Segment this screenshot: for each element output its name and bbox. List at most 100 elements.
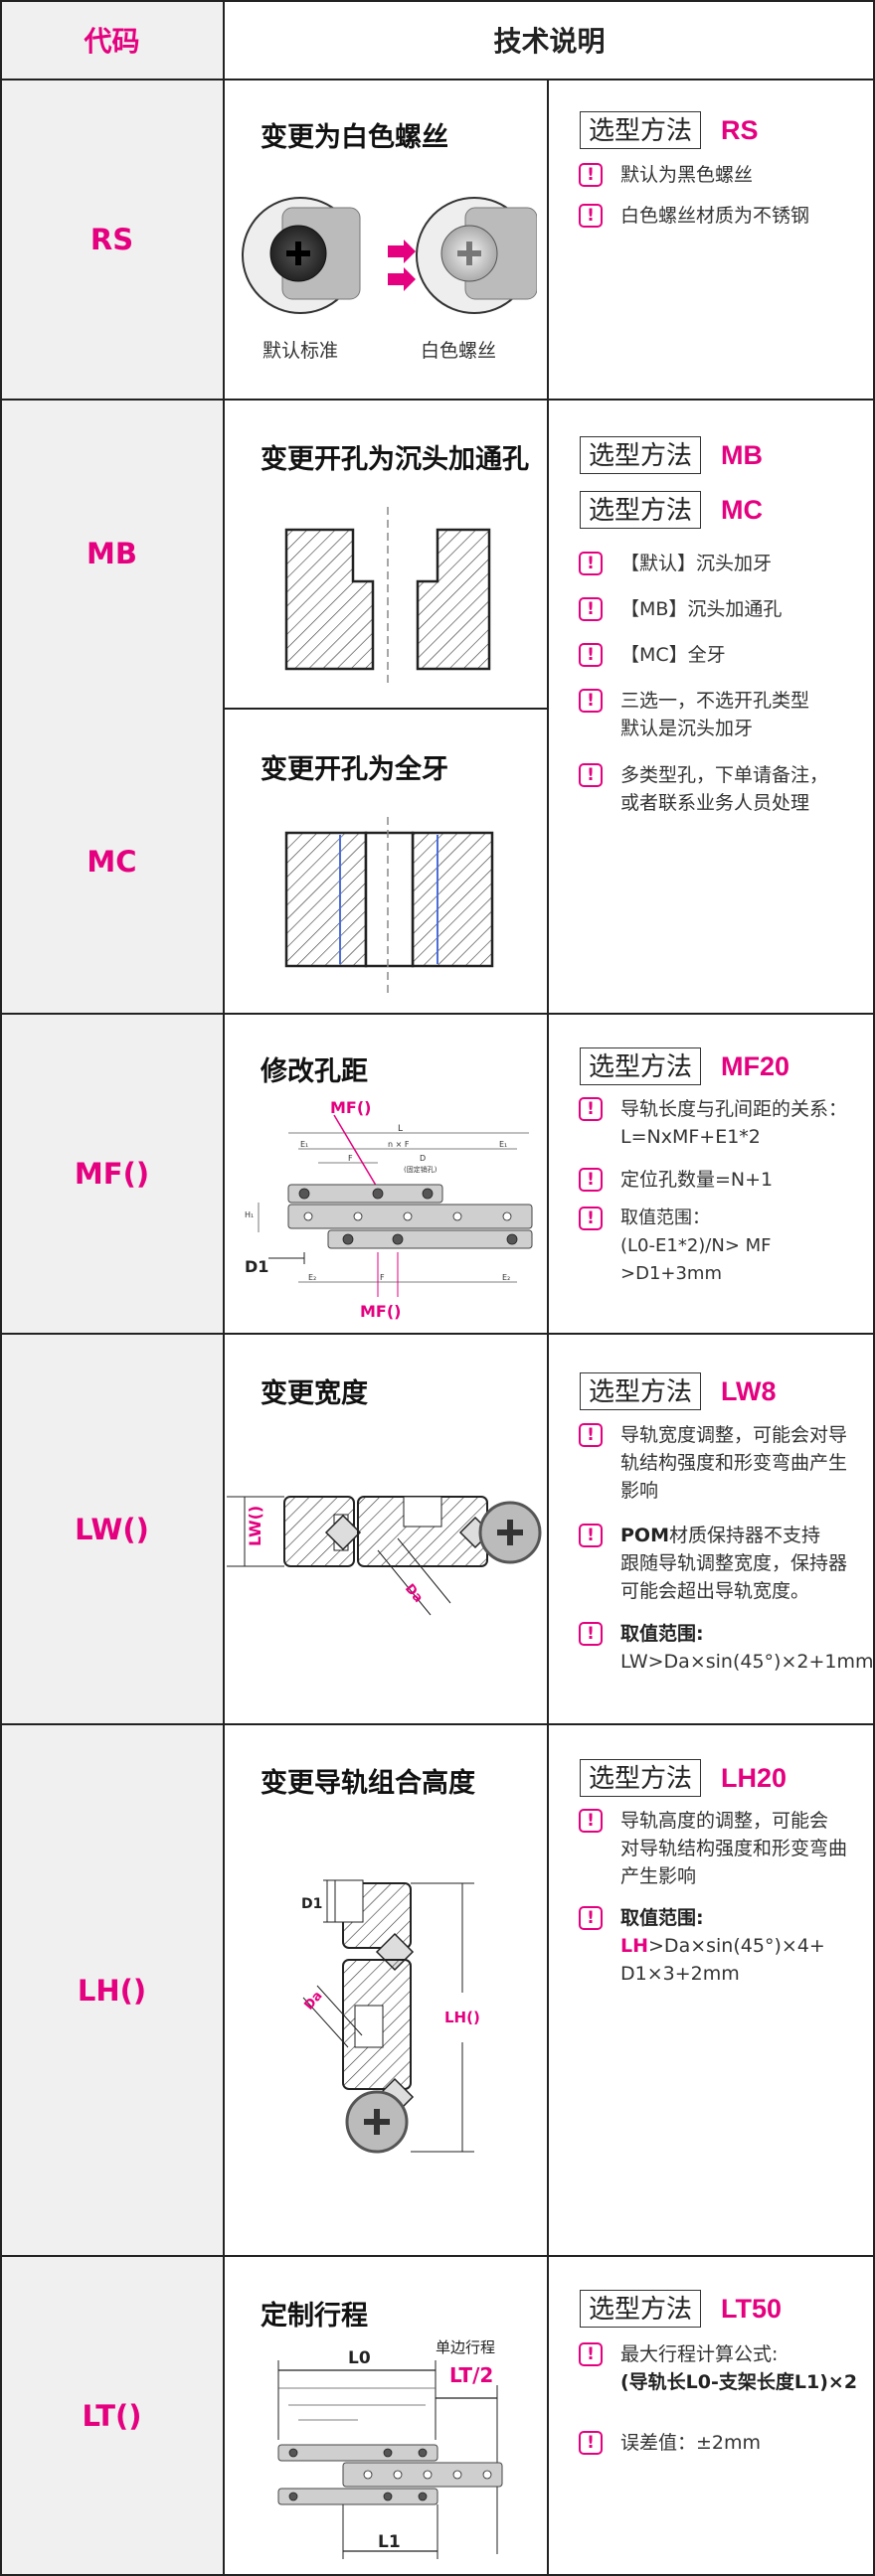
warning-icon: !	[579, 643, 603, 667]
warning-icon: !	[579, 1524, 603, 1547]
f-label: F	[380, 1273, 385, 1282]
rs-caption-white: 白色螺丝	[421, 340, 497, 362]
f-label: F	[348, 1154, 353, 1163]
code-col-bg-rs	[0, 80, 224, 400]
mf-label-bottom: MF()	[360, 1302, 401, 1321]
lw-title: 变更宽度	[261, 1378, 368, 1409]
code-col-bg-mf	[0, 1014, 224, 1334]
warning-icon: !	[579, 1168, 603, 1192]
nf-label: n × F	[388, 1140, 410, 1149]
code-rs: RS	[89, 223, 134, 256]
code-mb: MB	[87, 537, 137, 570]
mf-label-top: MF()	[330, 1098, 371, 1117]
mbmc-note: !【默认】沉头加牙	[579, 550, 772, 577]
code-lw: LW()	[75, 1512, 149, 1546]
e2-label: E₂	[308, 1273, 316, 1282]
code-mc: MC	[87, 845, 137, 879]
mbmc-note: !【MC】全牙	[579, 641, 726, 669]
warning-icon: !	[579, 1809, 603, 1833]
selection-value: LT50	[721, 2293, 783, 2324]
grid-line	[223, 0, 225, 2576]
lt-selection: 选型方法 LT50	[580, 2290, 782, 2328]
selection-value: LW8	[721, 1375, 777, 1406]
grid-line	[0, 2574, 875, 2576]
rs-caption-default: 默认标准	[262, 340, 339, 362]
rs-note: !默认为黑色螺丝	[579, 161, 753, 189]
lw-selection: 选型方法 LW8	[580, 1372, 777, 1410]
lw-note: !POM材质保持器不支持 跟随导轨调整宽度，保持器 可能会超出导轨宽度。	[579, 1522, 847, 1605]
warning-icon: !	[579, 163, 603, 187]
screw-comparison-illustration	[242, 197, 537, 314]
e2-label: E₂	[502, 1273, 510, 1282]
code-col-bg-mbmc	[0, 400, 224, 1014]
mb-title: 变更开孔为沉头加通孔	[261, 444, 529, 475]
lh-title: 变更导轨组合高度	[261, 1768, 475, 1799]
mf-selection: 选型方法 MF20	[580, 1047, 789, 1085]
header-code: 代码	[84, 25, 140, 58]
grid-line	[873, 0, 875, 2576]
grid-line	[547, 80, 549, 2576]
selection-value: RS	[721, 114, 759, 145]
selection-method-label: 选型方法	[580, 436, 702, 474]
warning-icon: !	[579, 204, 603, 228]
code-mf: MF()	[74, 1157, 150, 1191]
lw-note: !导轨宽度调整，可能会对导 轨结构强度和形变弯曲产生 影响	[579, 1421, 847, 1505]
lh-label: LH()	[444, 2009, 480, 2026]
lh-note: !导轨高度的调整，可能会 对导轨结构强度和形变弯曲 产生影响	[579, 1807, 847, 1890]
selection-value: MC	[721, 494, 764, 525]
warning-icon: !	[579, 2342, 603, 2366]
mf-note: !定位孔数量=N+1	[579, 1166, 773, 1194]
selection-method-label: 选型方法	[580, 1372, 702, 1410]
lt2-label: LT/2	[449, 2363, 493, 2387]
mf-note: !取值范围： (L0-E1*2)/N> MF >D1+3mm	[579, 1205, 875, 1288]
l-label: L	[398, 1124, 403, 1134]
warning-icon: !	[579, 1097, 603, 1121]
selection-method-label: 选型方法	[580, 2290, 702, 2328]
lw-note: !取值范围: LW>Da×sin(45°)×2+1mm	[579, 1620, 874, 1676]
mc-title: 变更开孔为全牙	[261, 754, 448, 785]
grid-line	[0, 0, 875, 2]
rail-height-diagram: D1 Da LH()	[301, 1879, 480, 2154]
d1-label: D1	[245, 1257, 268, 1276]
code-col-bg-header	[0, 0, 224, 80]
warning-icon: !	[579, 763, 603, 787]
l1-label: L1	[378, 2532, 401, 2552]
header-desc: 技术说明	[493, 25, 606, 58]
countersink-through-hole-diagram	[284, 507, 491, 686]
mb-selection: 选型方法 MB	[580, 436, 763, 474]
e1-label: E₁	[499, 1140, 507, 1149]
code-lt: LT()	[82, 2399, 142, 2433]
d1-label: D1	[301, 1896, 322, 1912]
grid-line	[0, 0, 2, 2576]
mc-selection: 选型方法 MC	[580, 491, 763, 529]
custom-stroke-diagram: 单边行程 L0 LT/2 L1	[277, 2338, 503, 2559]
selection-method-label: 选型方法	[580, 111, 702, 149]
lt-title: 定制行程	[261, 2301, 368, 2332]
full-thread-hole-diagram	[284, 817, 494, 994]
h1-label: H₁	[245, 1210, 254, 1219]
da-label: Da	[301, 1989, 325, 2013]
selection-value: MB	[721, 439, 764, 470]
warning-icon: !	[579, 2431, 603, 2455]
mbmc-note: !多类型孔，下单请备注， 或者联系业务人员处理	[579, 761, 828, 817]
l0-label: L0	[348, 2348, 371, 2368]
lh-selection: 选型方法 LH20	[580, 1759, 787, 1797]
d-label: D	[420, 1154, 426, 1163]
d-note-label: (固定销孔)	[404, 1165, 438, 1174]
selection-value: LH20	[721, 1762, 788, 1793]
e1-label: E₁	[300, 1140, 308, 1149]
lh-note: !取值范围: LH>Da×sin(45°)×4+ D1×3+2mm	[579, 1904, 825, 1988]
rail-width-diagram: LW() Da	[227, 1496, 542, 1616]
lw-label: LW()	[246, 1506, 264, 1546]
selection-value: MF20	[721, 1050, 790, 1081]
warning-icon: !	[579, 1622, 603, 1646]
code-lh: LH()	[77, 1973, 147, 2008]
code-col-bg-lh	[0, 1724, 224, 2256]
single-stroke-label: 单边行程	[436, 2338, 495, 2356]
code-col-bg-lw	[0, 1334, 224, 1724]
warning-icon: !	[579, 552, 603, 575]
da-label: Da	[402, 1581, 426, 1606]
rs-note: !白色螺丝材质为不锈钢	[579, 202, 809, 230]
warning-icon: !	[579, 1423, 603, 1447]
selection-method-label: 选型方法	[580, 1759, 702, 1797]
